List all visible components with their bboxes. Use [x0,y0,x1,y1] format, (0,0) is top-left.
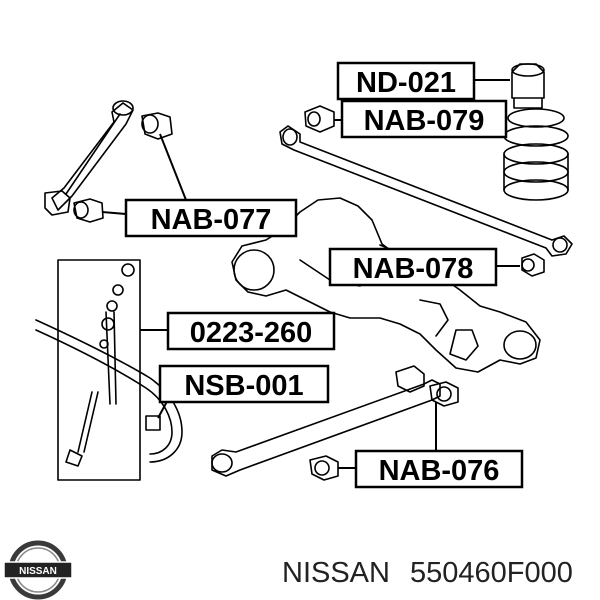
part-label-text: NAB-079 [364,105,485,137]
nissan-logo: NISSAN [3,540,73,600]
part-label-text: 0223-260 [190,317,313,349]
part-label-0223-260[interactable]: 0223-260 [166,311,336,351]
part-label-nab-076[interactable]: NAB-076 [354,449,524,489]
part-label-nab-078[interactable]: NAB-078 [328,247,498,287]
leader-lines [101,79,520,469]
lower-arm-drawing [211,365,459,481]
part-label-text: NAB-077 [151,204,272,236]
part-label-nab-079[interactable]: NAB-079 [340,99,508,139]
part-label-nd-021[interactable]: ND-021 [336,61,476,101]
part-label-nsb-001[interactable]: NSB-001 [158,364,330,404]
lateral-rod-drawing [279,125,573,257]
part-label-nab-077[interactable]: NAB-077 [124,198,298,238]
footer-part-number: 550460F000 [410,557,573,589]
coil-spring-drawing [503,63,569,201]
part-label-text: NAB-076 [379,455,500,487]
part-label-text: ND-021 [356,67,456,99]
stabilizer-bar-drawing [35,263,183,467]
part-label-text: NAB-078 [353,253,474,285]
part-label-text: NSB-001 [184,370,303,402]
nissan-logo-text: NISSAN [19,566,57,577]
footer-brand: NISSAN [282,557,390,589]
upper-link-arm-drawing [44,100,173,223]
stabilizer-link-frame [57,259,141,481]
